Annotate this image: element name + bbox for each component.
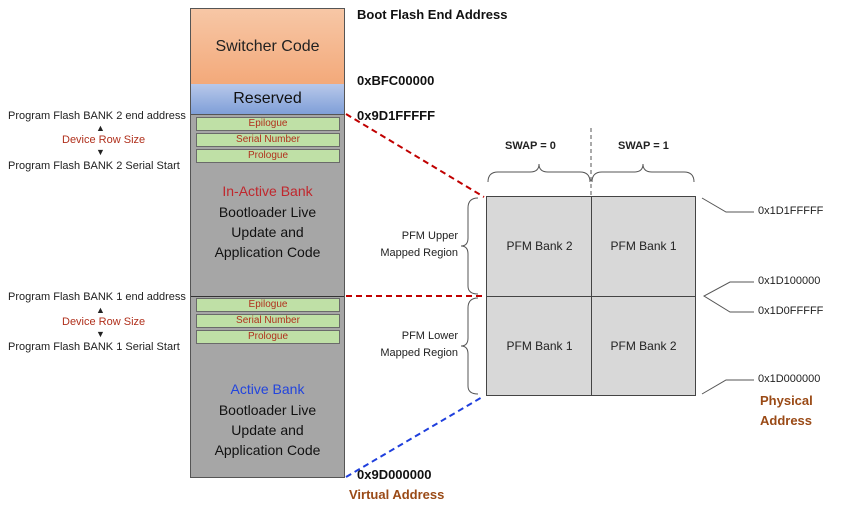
boot-flash-end-address: Boot Flash End Address [357,7,508,22]
lower-region-brace [460,297,479,395]
physical-address-1d0fffff: 0x1D0FFFFF [758,305,824,317]
bank1-prologue-row: Prologue [196,330,340,344]
address-bfc00000: 0xBFC00000 [357,73,435,88]
physical-address-1d1fffff: 0x1D1FFFFF [758,205,824,217]
tick-1d100000-1d0fffff [702,281,754,313]
active-bank-line1: Bootloader Live [218,402,317,418]
upper-region-line1: PFM Upper [401,230,458,242]
pfm-cell-lower-swap1: PFM Bank 2 [610,339,677,353]
bank2-row-size-label: Device Row Size [62,134,146,146]
address-9d000000: 0x9D000000 [357,467,432,482]
bank1-epilogue-row: Epilogue [196,298,340,312]
up-arrow-icon: ▲ [96,123,105,133]
up-arrow-icon: ▲ [96,305,105,315]
bank2-prologue-row: Prologue [196,149,340,163]
bank-divider-line [191,296,344,297]
reserved-label: Reserved [233,90,302,107]
red-dashed-top-line [345,113,485,198]
pfm-grid-horizontal-divider [487,296,695,297]
bank2-end-address-label: Program Flash BANK 2 end address [8,110,186,122]
physical-caption-line1: Physical [760,393,813,408]
bank2-epilogue-row: Epilogue [196,117,340,131]
pfm-cell-lower-swap0: PFM Bank 1 [506,339,573,353]
upper-region-line2: Mapped Region [380,247,458,259]
active-bank-line3: Application Code [214,442,321,458]
inactive-bank-line3: Application Code [214,244,321,260]
reserved-block: Reserved [191,84,344,115]
bank1-serial-number-row: Serial Number [196,314,340,328]
switcher-code-label: Switcher Code [215,37,320,55]
swap0-label: SWAP = 0 [505,140,556,152]
inactive-bank-title: In-Active Bank [222,183,313,199]
bank2-serial-number-row: Serial Number [196,133,340,147]
blue-dashed-bottom-line [345,395,485,478]
address-9d1fffff: 0x9D1FFFFF [357,108,436,123]
tick-1d1fffff [701,197,754,213]
lower-region-label: PFM Lower Mapped Region [368,328,458,362]
inactive-bank-line1: Bootloader Live [218,204,317,220]
swap0-brace [487,163,591,183]
inactive-bank-line2: Update and [231,224,304,240]
flash-memory-column: Switcher Code Reserved Epilogue Serial N… [190,8,345,478]
bank1-end-address-label: Program Flash BANK 1 end address [8,291,186,303]
down-arrow-icon: ▼ [96,147,105,157]
bank2-serial-start-label: Program Flash BANK 2 Serial Start [8,160,180,172]
down-arrow-icon: ▼ [96,329,105,339]
upper-region-label: PFM Upper Mapped Region [368,228,458,262]
active-bank-title: Active Bank [230,381,305,397]
physical-caption-line2: Address [760,413,813,428]
lower-region-line2: Mapped Region [380,347,458,359]
switcher-code-block: Switcher Code [191,9,344,85]
swap1-label: SWAP = 1 [618,140,669,152]
bank1-serial-start-label: Program Flash BANK 1 Serial Start [8,341,180,353]
virtual-address-caption: Virtual Address [349,487,445,502]
tick-1d000000 [701,379,754,395]
pfm-cell-upper-swap1: PFM Bank 1 [610,239,677,253]
swap1-brace [591,163,695,183]
upper-region-brace [460,197,479,295]
physical-address-1d100000: 0x1D100000 [758,275,821,287]
physical-address-1d000000: 0x1D000000 [758,373,821,385]
lower-region-line1: PFM Lower [401,330,458,342]
active-bank-line2: Update and [231,422,304,438]
pfm-cell-upper-swap0: PFM Bank 2 [506,239,573,253]
bank1-row-size-label: Device Row Size [62,316,146,328]
pfm-grid: PFM Bank 2 PFM Bank 1 PFM Bank 1 PFM Ban… [486,196,696,396]
